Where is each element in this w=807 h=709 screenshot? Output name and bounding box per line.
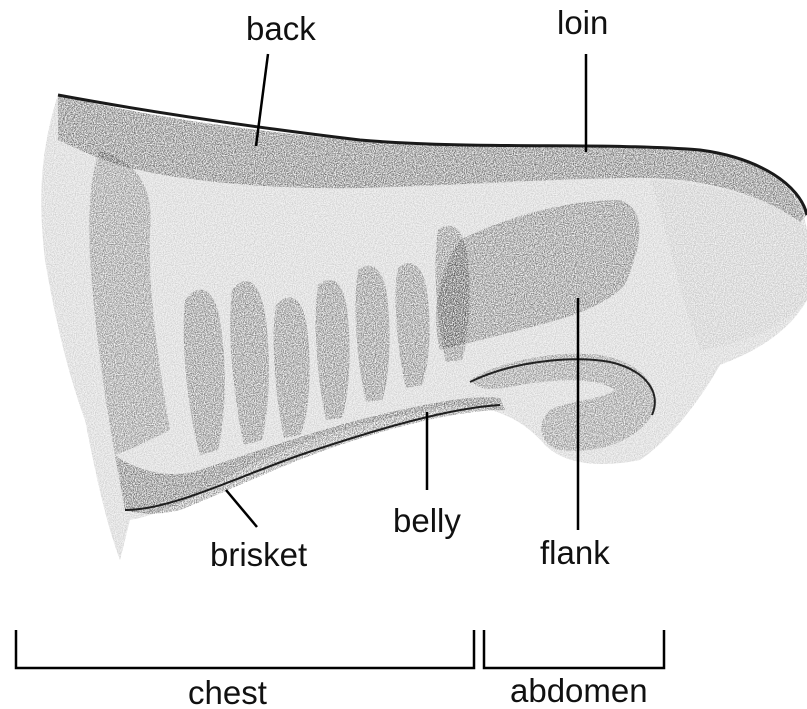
label-abdomen: abdomen <box>510 674 648 707</box>
label-back: back <box>246 12 316 45</box>
brisket-leader <box>226 490 257 527</box>
abdomen-bracket <box>484 630 664 668</box>
label-chest: chest <box>188 676 267 709</box>
label-loin: loin <box>557 6 608 39</box>
region-brackets <box>16 630 664 668</box>
chest-bracket <box>16 630 474 668</box>
label-belly: belly <box>393 504 461 537</box>
label-brisket: brisket <box>210 538 307 571</box>
label-flank: flank <box>540 536 610 569</box>
